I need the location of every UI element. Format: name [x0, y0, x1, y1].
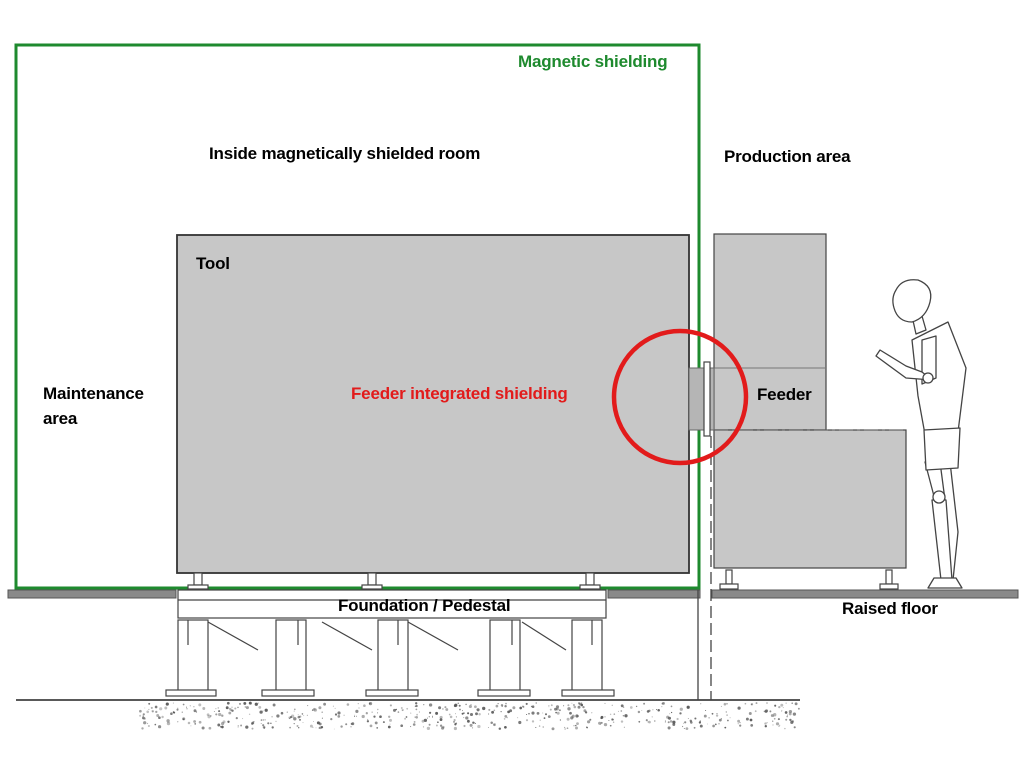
- operator-figure: [875, 279, 967, 589]
- shielding-flange: [703, 361, 711, 437]
- raised-floor-left: [7, 589, 177, 599]
- foundation-label: Foundation / Pedestal: [338, 596, 511, 615]
- feeder-feet: [719, 569, 899, 590]
- feeder-lower-body: [713, 429, 907, 569]
- magnetic-shielding-label: Magnetic shielding: [518, 52, 668, 71]
- feeder-integrated-shielding-label: Feeder integrated shielding: [351, 384, 568, 403]
- tool-body: [176, 234, 690, 574]
- raised-floor-right: [711, 589, 1019, 599]
- raised-floor-middle: [607, 589, 701, 599]
- tool-feet: [187, 572, 601, 590]
- inside-room-label: Inside magnetically shielded room: [209, 144, 481, 163]
- feeder-label: Feeder: [757, 385, 812, 404]
- magnetic-shielding-outline: [14, 43, 701, 590]
- maintenance-area-label: Maintenance area: [43, 384, 144, 428]
- feeder-shielding-highlight-circle: [611, 328, 749, 466]
- foundation-pedestal: [165, 589, 615, 697]
- tool-label: Tool: [196, 254, 230, 273]
- raised-floor-label: Raised floor: [842, 599, 938, 618]
- production-area-label: Production area: [724, 147, 851, 166]
- ground-gravel: [139, 701, 800, 731]
